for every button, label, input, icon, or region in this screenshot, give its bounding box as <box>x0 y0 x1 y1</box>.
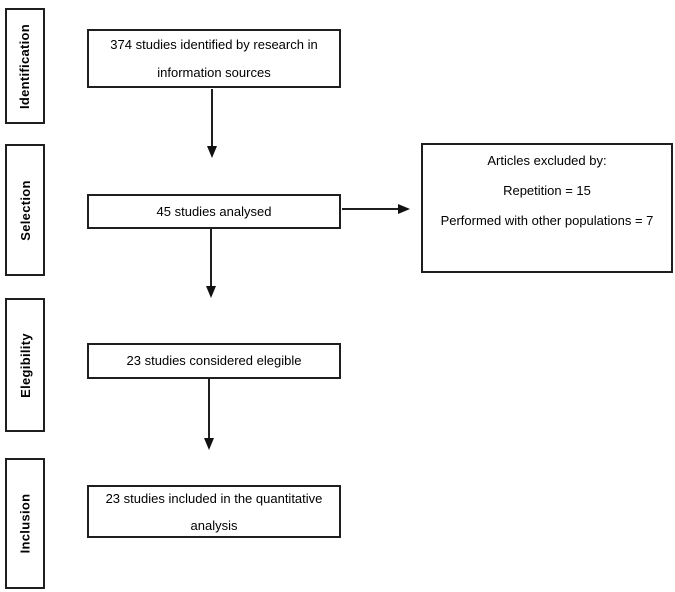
flow-box-text: 45 studies analysed <box>156 203 272 219</box>
flow-box-text: information sources <box>157 64 271 80</box>
stage-box-selection: Selection <box>5 144 45 276</box>
flow-box-studies-included: 23 studies included in the quantitative … <box>87 485 341 538</box>
flow-box-studies-eligible: 23 studies considered elegible <box>87 343 341 379</box>
arrow-analysed-to-excluded-icon <box>342 204 410 214</box>
stage-label-inclusion: Inclusion <box>17 493 33 554</box>
stage-box-eligibility: Elegibility <box>5 298 45 432</box>
arrow-identified-to-analysed-icon <box>207 89 217 158</box>
arrow-eligible-to-included-icon <box>204 379 214 450</box>
flow-box-text: 374 studies identified by research in <box>110 36 318 52</box>
stage-box-identification: Identification <box>5 8 45 124</box>
side-box-text: Performed with other populations = 7 <box>440 213 654 228</box>
stage-label-selection: Selection <box>17 179 33 241</box>
flow-box-text: 23 studies considered elegible <box>126 353 302 368</box>
stage-box-inclusion: Inclusion <box>5 458 45 589</box>
stage-label-eligibility: Elegibility <box>17 332 33 398</box>
flow-box-studies-analysed: 45 studies analysed <box>87 194 341 229</box>
arrow-analysed-to-eligible-icon <box>206 229 216 298</box>
flow-box-text: 23 studies included in the quantitative <box>105 490 323 506</box>
flow-box-studies-identified: 374 studies identified by research in in… <box>87 29 341 88</box>
side-box-text: Repetition = 15 <box>503 183 591 198</box>
flow-box-text: analysis <box>190 517 238 533</box>
stage-label-identification: Identification <box>17 23 33 109</box>
side-box-articles-excluded: Articles excluded by: Repetition = 15 Pe… <box>421 143 673 273</box>
side-box-text: Articles excluded by: <box>487 153 607 168</box>
